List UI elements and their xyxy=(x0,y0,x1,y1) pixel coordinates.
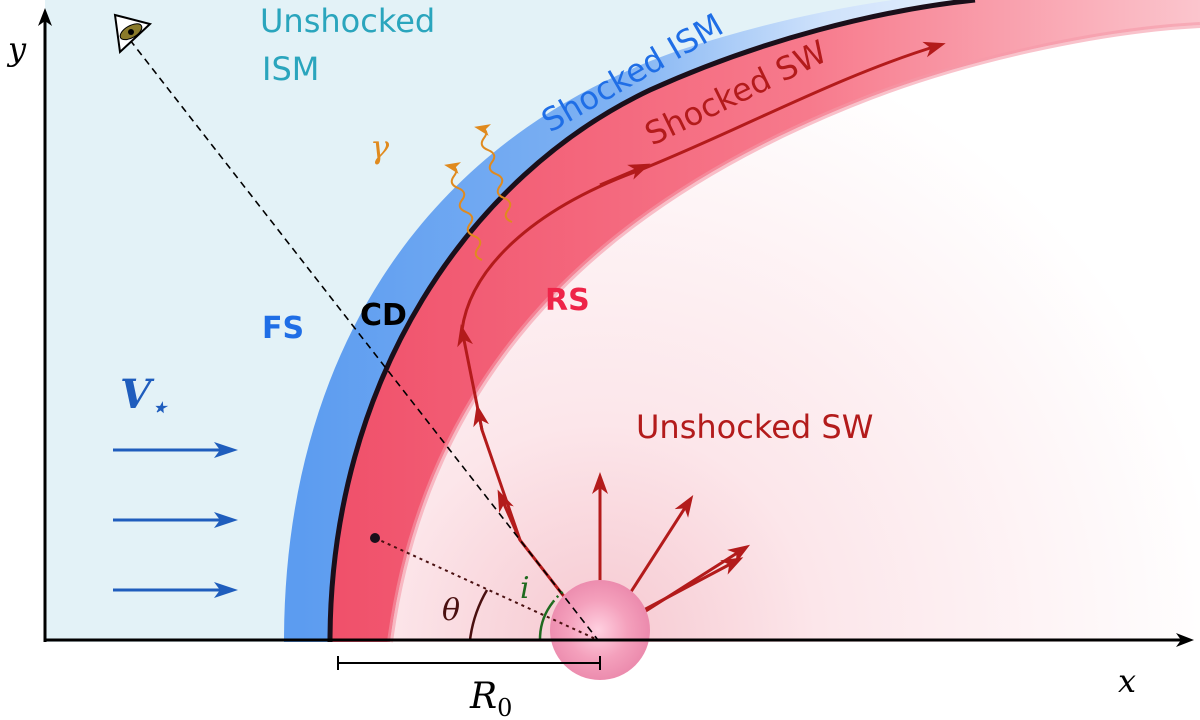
unshocked-ism-label-2: ISM xyxy=(262,50,319,88)
v-star-label: V⋆ xyxy=(120,371,169,423)
r0-label: R0 xyxy=(469,676,512,720)
photon-wave-1 xyxy=(444,162,483,261)
cd-label: CD xyxy=(360,298,407,333)
wind-arrow-right3 xyxy=(639,557,744,614)
flow-arrow-mid1 xyxy=(497,489,522,541)
inclination-label: i xyxy=(520,571,530,606)
photon-wave-2 xyxy=(474,124,513,223)
fs-label: FS xyxy=(262,311,304,346)
flow-arrow-mid2 xyxy=(473,404,489,431)
contact-discontinuity-line xyxy=(327,0,976,643)
gamma-label: γ xyxy=(370,128,390,166)
line-of-sight xyxy=(129,39,599,641)
rs-point xyxy=(370,533,380,543)
gamma-photons xyxy=(444,124,513,261)
eye-icon xyxy=(113,13,153,55)
unshocked-ism-label-1: Unshocked xyxy=(260,2,435,40)
inclination-arc-dots xyxy=(552,589,566,603)
shocked-sw-band xyxy=(330,0,1200,642)
x-axis-label: x xyxy=(1118,662,1136,700)
theta-radius-line xyxy=(374,537,599,641)
y-axis-label: y xyxy=(6,30,27,68)
star-motion-arrows xyxy=(113,442,238,598)
reverse-shock-edge xyxy=(387,22,1200,643)
shocked-ism-band xyxy=(284,0,1200,642)
flow-arrow-shocked xyxy=(599,163,651,187)
r0-bracket xyxy=(337,656,601,670)
inclination-arc xyxy=(538,601,554,641)
unshocked-sw-label: Unshocked SW xyxy=(636,408,873,446)
star-icon xyxy=(550,580,650,680)
rs-label: RS xyxy=(545,283,590,318)
theta-label: θ xyxy=(442,593,460,628)
theta-arc xyxy=(468,589,489,641)
